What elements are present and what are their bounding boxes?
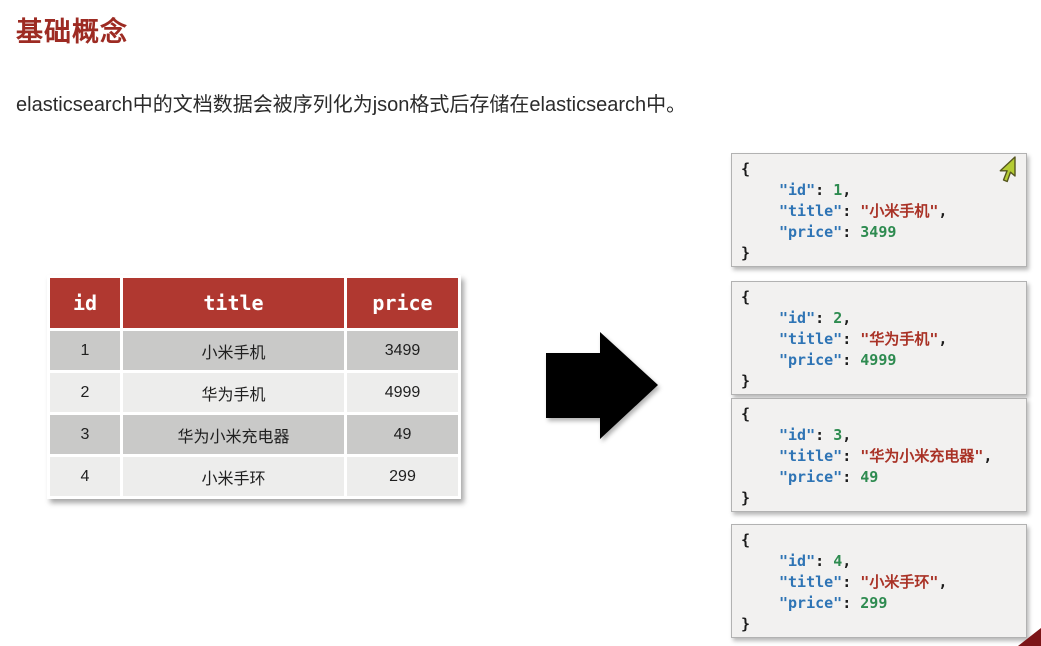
table-cell-id: 2	[50, 373, 120, 412]
json-doc-card: { "id": 2, "title": "华为手机", "price": 499…	[731, 281, 1027, 395]
table-row: 3 华为小米充电器 49	[50, 415, 458, 454]
code-line: "price": 49	[779, 468, 879, 486]
table-cell-id: 4	[50, 457, 120, 496]
code-line: {	[741, 531, 751, 549]
string-value: "小米手环"	[860, 573, 939, 591]
code-line: "id": 3,	[779, 426, 852, 444]
json-doc-card: { "id": 1, "title": "小米手机", "price": 349…	[731, 153, 1027, 267]
code-line: "title": "小米手机",	[779, 202, 948, 220]
table-header-price: price	[347, 278, 458, 328]
table-cell-id: 3	[50, 415, 120, 454]
code-line: "id": 1,	[779, 181, 852, 199]
table-cell-id: 1	[50, 331, 120, 370]
table-cell-price: 299	[347, 457, 458, 496]
table-header-row: id title price	[50, 278, 458, 328]
code-line: }	[741, 244, 751, 262]
code-line: }	[741, 489, 751, 507]
table-cell-price: 3499	[347, 331, 458, 370]
code-line: }	[741, 372, 751, 390]
string-value: "华为小米充电器"	[860, 447, 984, 465]
code-line: "title": "华为手机",	[779, 330, 948, 348]
table-cell-title: 小米手机	[123, 331, 344, 370]
table-row: 4 小米手环 299	[50, 457, 458, 496]
json-doc-card: { "id": 3, "title": "华为小米充电器", "price": …	[731, 398, 1027, 512]
string-value: "华为手机"	[860, 330, 939, 348]
mouse-cursor-icon	[992, 156, 1018, 191]
table-cell-title: 华为小米充电器	[123, 415, 344, 454]
table-header-id: id	[50, 278, 120, 328]
table-cell-price: 4999	[347, 373, 458, 412]
right-arrow-icon	[546, 332, 659, 445]
code-line: "title": "华为小米充电器",	[779, 447, 993, 465]
code-line: "title": "小米手环",	[779, 573, 948, 591]
table-cell-title: 华为手机	[123, 373, 344, 412]
code-line: }	[741, 615, 751, 633]
json-doc-card: { "id": 4, "title": "小米手环", "price": 299…	[731, 524, 1027, 638]
code-line: {	[741, 405, 751, 423]
table-header-title: title	[123, 278, 344, 328]
code-line: "price": 4999	[779, 351, 897, 369]
code-line: "price": 299	[779, 594, 888, 612]
products-table-container: id title price 1 小米手机 3499 2 华为手机 4999 3	[47, 275, 461, 499]
page-title: 基础概念	[16, 17, 128, 47]
table-cell-price: 49	[347, 415, 458, 454]
code-line: "price": 3499	[779, 223, 897, 241]
table-row: 2 华为手机 4999	[50, 373, 458, 412]
table-row: 1 小米手机 3499	[50, 331, 458, 370]
code-line: "id": 4,	[779, 552, 852, 570]
code-line: "id": 2,	[779, 309, 852, 327]
table-cell-title: 小米手环	[123, 457, 344, 496]
code-line: {	[741, 288, 751, 306]
code-line: {	[741, 160, 751, 178]
products-table: id title price 1 小米手机 3499 2 华为手机 4999 3	[47, 275, 461, 499]
description-text: elasticsearch中的文档数据会被序列化为json格式后存储在elast…	[16, 94, 687, 116]
string-value: "小米手机"	[860, 202, 939, 220]
